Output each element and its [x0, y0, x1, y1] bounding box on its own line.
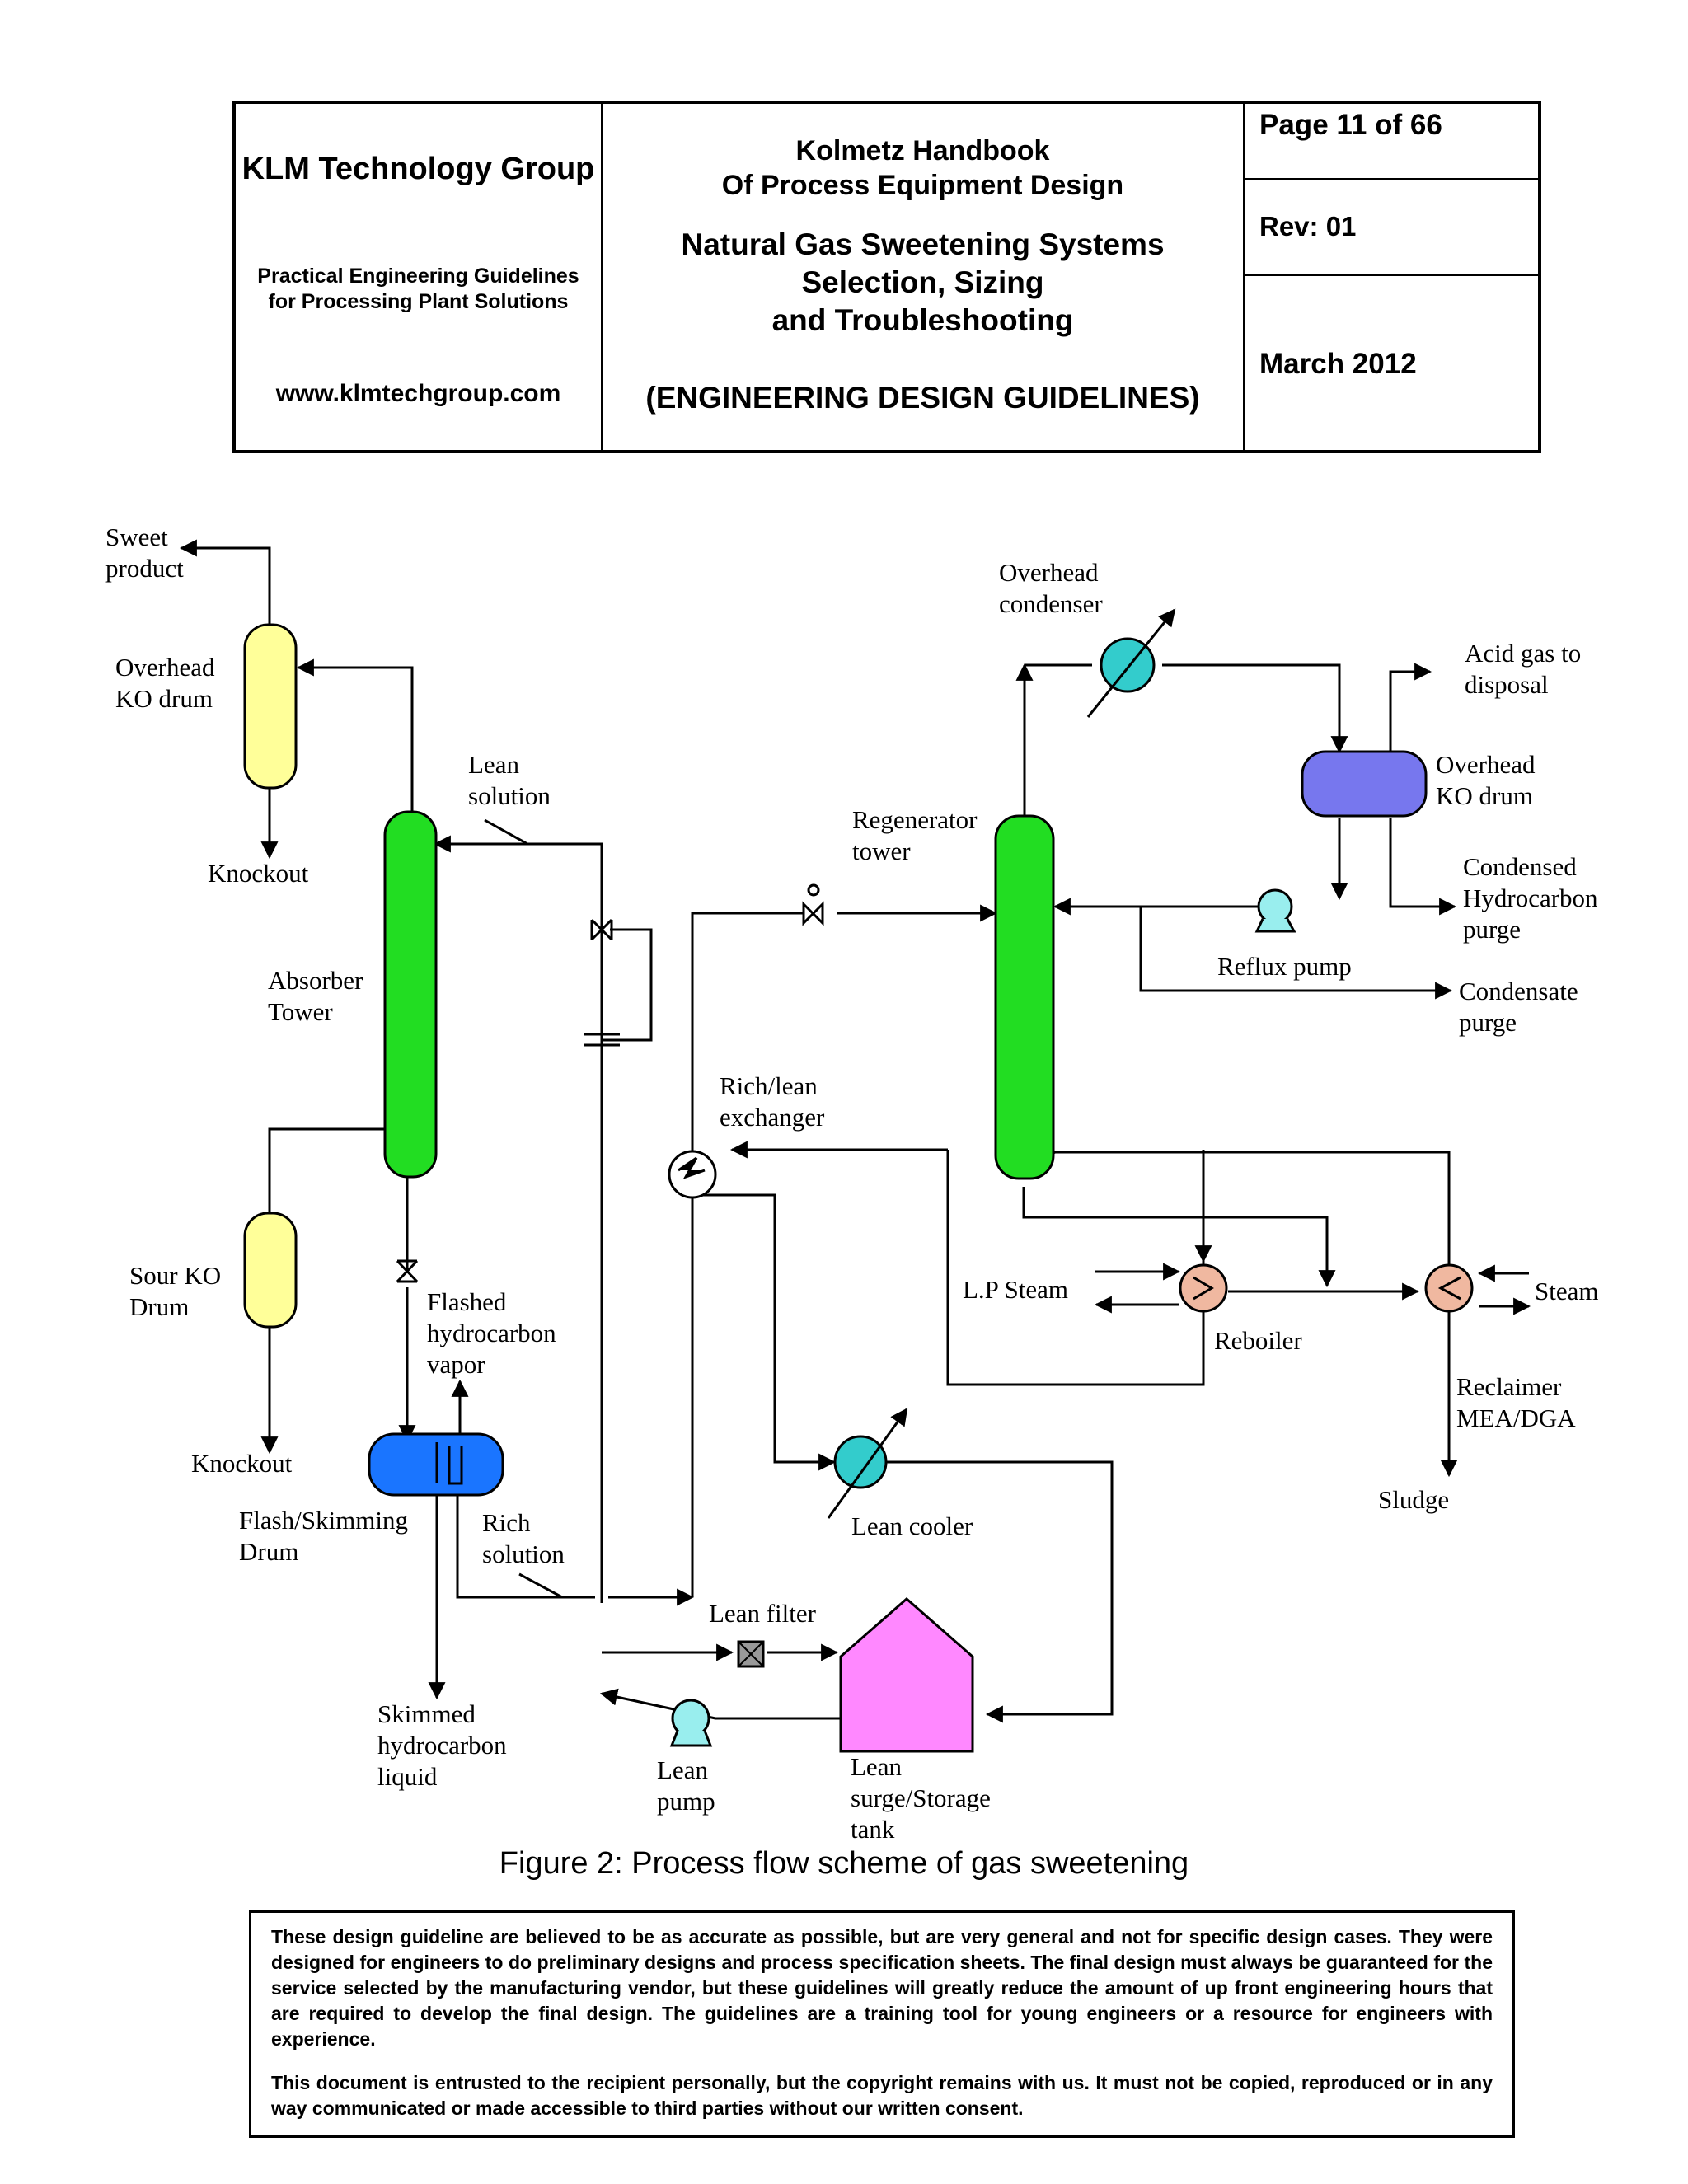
overhead-ko-drum-left — [243, 623, 298, 790]
reboiler — [1179, 1263, 1228, 1313]
label-acid-gas-2: disposal — [1465, 670, 1549, 699]
label-lean-cooler: Lean cooler — [851, 1511, 973, 1540]
label-absorber-1: Absorber — [268, 966, 363, 995]
absorber-tower — [383, 810, 438, 1179]
disclaimer-paragraph-2: This document is entrusted to the recipi… — [271, 2072, 1493, 2119]
equipment — [243, 608, 1474, 1753]
label-rich-solution-2: solution — [482, 1540, 565, 1568]
label-skimmed-3: liquid — [377, 1762, 438, 1791]
document-title-line-1: Natural Gas Sweetening Systems — [681, 227, 1165, 261]
label-condensate-1: Condensate — [1459, 977, 1578, 1005]
label-overhead-ko-right-2: KO drum — [1436, 781, 1533, 810]
reclaimer — [1424, 1263, 1474, 1313]
label-sour-ko-1: Sour KO — [129, 1261, 221, 1290]
label-lean-solution-1: Lean — [468, 750, 519, 779]
sour-ko-drum — [243, 1212, 298, 1329]
label-reflux-pump: Reflux pump — [1217, 952, 1352, 981]
figure-caption: Figure 2: Process flow scheme of gas swe… — [499, 1846, 1189, 1881]
label-rich-solution-1: Rich — [482, 1508, 531, 1537]
label-regenerator-1: Regenerator — [852, 805, 978, 834]
label-sweet-product-2: product — [106, 554, 184, 583]
label-sludge: Sludge — [1378, 1485, 1449, 1514]
flow-lines — [179, 539, 1531, 1723]
handbook-title: Kolmetz Handbook — [795, 135, 1050, 166]
label-flashed-1: Flashed — [427, 1287, 507, 1316]
document-title-line-3: and Troubleshooting — [771, 303, 1074, 337]
label-condensed-2: Hydrocarbon — [1463, 883, 1598, 912]
process-flow-diagram: Sweet product Overhead KO drum Lean solu… — [106, 523, 1599, 1844]
disclaimer-paragraph-1: These design guideline are believed to b… — [271, 1926, 1493, 2050]
label-condensed-3: purge — [1463, 915, 1521, 944]
label-lp-steam: L.P Steam — [963, 1275, 1068, 1304]
label-condensed-1: Condensed — [1463, 852, 1577, 881]
company-name: KLM Technology Group — [241, 152, 595, 186]
page-number: Page 11 of 66 — [1259, 109, 1442, 141]
document-date: March 2012 — [1259, 348, 1417, 380]
label-lean-solution-2: solution — [468, 781, 551, 810]
label-rich-lean-1: Rich/lean — [720, 1071, 818, 1100]
label-regenerator-2: tower — [852, 837, 911, 865]
label-flashed-3: vapor — [427, 1350, 485, 1379]
label-reclaimer-1: Reclaimer — [1456, 1372, 1562, 1401]
label-steam: Steam — [1535, 1277, 1599, 1305]
label-skimmed-2: hydrocarbon — [377, 1731, 507, 1760]
label-lean-pump-1: Lean — [657, 1755, 708, 1784]
document-title-line-2: Selection, Sizing — [801, 265, 1044, 299]
label-flashed-2: hydrocarbon — [427, 1319, 556, 1347]
label-rich-lean-2: exchanger — [720, 1103, 825, 1132]
reflux-pump — [1257, 888, 1293, 925]
regenerator-tower — [994, 814, 1055, 1180]
regenerator-feed-valve — [802, 901, 824, 926]
label-flash-drum-2: Drum — [239, 1537, 298, 1566]
header-row-divider-1 — [1243, 178, 1538, 180]
label-lean-tank-3: tank — [851, 1815, 895, 1844]
handbook-subtitle: Of Process Equipment Design — [721, 170, 1124, 201]
label-overhead-condenser-2: condenser — [999, 589, 1103, 618]
lean-storage-tank — [839, 1597, 974, 1753]
disclaimer-box: These design guideline are believed to b… — [249, 1910, 1515, 2138]
document-type: (ENGINEERING DESIGN GUIDELINES) — [645, 381, 1200, 415]
revision: Rev: 01 — [1259, 211, 1357, 241]
header-divider-2 — [1243, 104, 1245, 450]
lean-cooler — [833, 1435, 888, 1489]
label-reclaimer-2: MEA/DGA — [1456, 1404, 1576, 1432]
lean-control-valve — [590, 918, 613, 941]
label-flash-drum-1: Flash/Skimming — [239, 1506, 408, 1535]
label-knockout-top: Knockout — [208, 859, 309, 888]
header-table: KLM Technology Group Practical Engineeri… — [232, 101, 1541, 453]
label-overhead-ko-2: KO drum — [115, 684, 213, 713]
label-overhead-condenser-1: Overhead — [999, 558, 1099, 587]
label-reboiler: Reboiler — [1214, 1326, 1302, 1355]
label-acid-gas-1: Acid gas to — [1465, 639, 1581, 668]
company-website: www.klmtechgroup.com — [275, 380, 561, 407]
company-tagline: Practical Engineering Guidelines for Pro… — [257, 265, 579, 313]
label-condensate-2: purge — [1459, 1008, 1517, 1037]
label-absorber-2: Tower — [268, 997, 333, 1026]
label-knockout-bottom: Knockout — [191, 1449, 293, 1478]
label-sour-ko-2: Drum — [129, 1292, 189, 1321]
label-lean-pump-2: pump — [657, 1787, 715, 1816]
label-skimmed-1: Skimmed — [377, 1699, 476, 1728]
label-lean-filter: Lean filter — [709, 1599, 817, 1628]
label-lean-tank-2: surge/Storage — [851, 1783, 991, 1812]
header-divider-1 — [601, 104, 603, 450]
label-overhead-ko-1: Overhead — [115, 653, 215, 682]
label-overhead-ko-right-1: Overhead — [1436, 750, 1536, 779]
line-break-marks — [484, 818, 563, 1599]
header-row-divider-2 — [1243, 274, 1538, 276]
label-lean-tank-1: Lean — [851, 1752, 902, 1781]
overhead-ko-drum-right — [1301, 750, 1428, 818]
label-sweet-product-1: Sweet — [106, 523, 168, 551]
rich-let-down-valve — [396, 1259, 419, 1283]
diagram-labels: Sweet product Overhead KO drum Lean solu… — [106, 523, 1599, 1844]
